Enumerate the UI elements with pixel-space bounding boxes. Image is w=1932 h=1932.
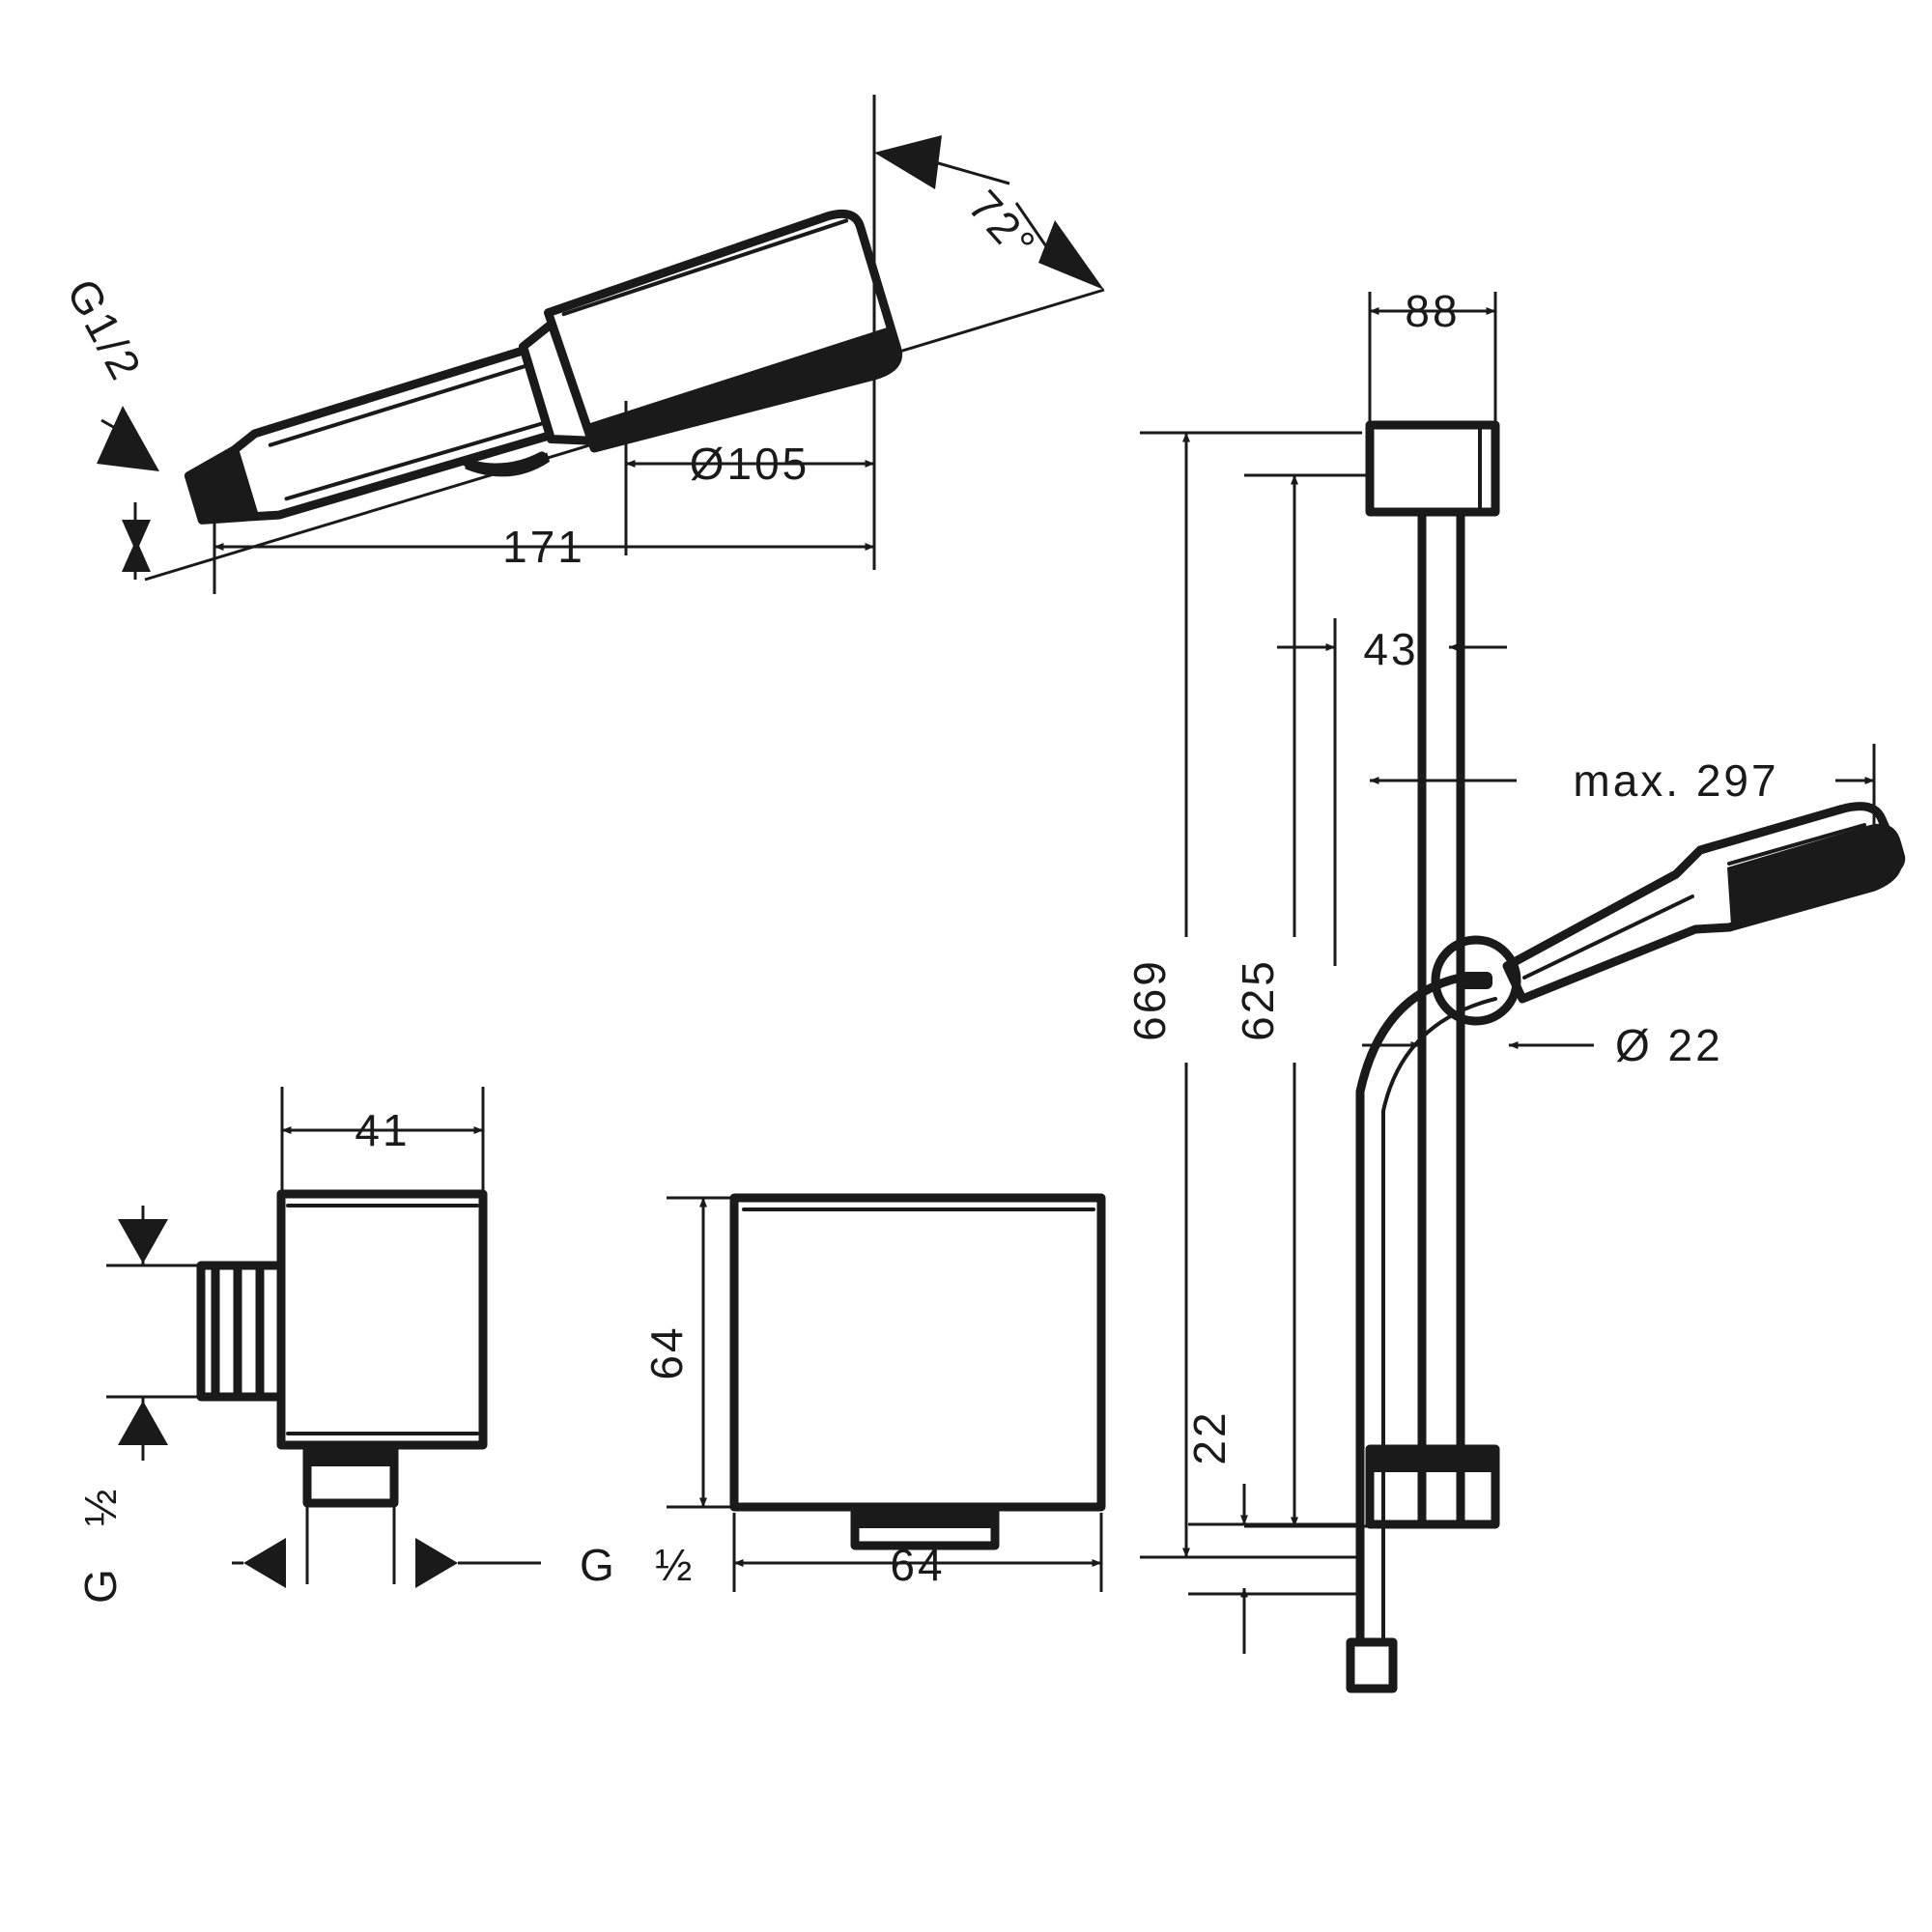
hand-shower-thread-nut-fill bbox=[188, 451, 254, 521]
dim41-label: 41 bbox=[355, 1105, 410, 1155]
dia22-label: Ø 22 bbox=[1615, 1020, 1723, 1070]
dim64h-label: 64 bbox=[890, 1540, 945, 1590]
dim43-label: 43 bbox=[1363, 624, 1418, 674]
angle-72-label: 72° bbox=[959, 181, 1047, 270]
dim22-label: 22 bbox=[1184, 1409, 1235, 1464]
held-hand-shower bbox=[1502, 802, 1906, 1004]
wall-bar-slider-lever bbox=[1461, 972, 1492, 989]
wall-bar-assembly-view: 88 43 bbox=[1124, 286, 1906, 1693]
head-highlight bbox=[561, 218, 849, 317]
wall-outlet-block bbox=[276, 1189, 488, 1450]
wall-outlet-front-view: 64 64 bbox=[641, 1193, 1106, 1592]
hand-shower-select-button-fill bbox=[465, 452, 551, 477]
dim64v-label: 64 bbox=[641, 1324, 692, 1379]
g12-bottom-label-frac: ½ bbox=[655, 1540, 695, 1590]
wall-outlet-front-nipple-shade bbox=[855, 1507, 995, 1528]
hand-shower-thread-nut bbox=[184, 445, 259, 525]
handle-highlight-2 bbox=[284, 421, 545, 501]
dim22-label-bg bbox=[1221, 1391, 1271, 1484]
wall-bar-upper-bracket bbox=[1365, 420, 1500, 517]
dim88-label: 88 bbox=[1405, 286, 1460, 336]
g12-bottom-arrow-left bbox=[243, 1538, 286, 1588]
dia105-label: Ø105 bbox=[690, 439, 810, 489]
held-shower-head-fill bbox=[1727, 823, 1906, 925]
wall-outlet-front-square bbox=[729, 1193, 1106, 1512]
max297-label-bg bbox=[1517, 755, 1835, 806]
g12-arrow bbox=[97, 406, 159, 471]
g12-side-label-frac: ½ bbox=[75, 1487, 126, 1526]
max297-label: max. 297 bbox=[1573, 755, 1778, 806]
dim625-label-bg bbox=[1269, 937, 1321, 1063]
g12-side-label-G: G bbox=[75, 1566, 126, 1604]
handle-highlight-1 bbox=[268, 364, 527, 447]
shower-hose-connector bbox=[1346, 1637, 1398, 1693]
angle-arrow-lower bbox=[1038, 220, 1104, 290]
wall-outlet-side-view: 41 G ½ G ½ bbox=[75, 1087, 695, 1604]
dim171-label: 171 bbox=[502, 522, 585, 572]
wall-outlet-bottom-nipple-shade bbox=[307, 1445, 394, 1466]
held-shower-highlight-2 bbox=[1727, 823, 1866, 866]
angle-leader-lower bbox=[1014, 202, 1050, 250]
held-shower-highlight-1 bbox=[1522, 895, 1694, 980]
hand-shower-view: 72° G1/2 bbox=[57, 95, 1105, 594]
g12-bottom-arrow-right bbox=[415, 1538, 458, 1588]
shower-hose-upper bbox=[1355, 973, 1465, 1529]
angle-leader-upper bbox=[934, 160, 1010, 185]
g12-thread-label: G1/2 bbox=[57, 270, 152, 389]
g12-side-arrow-up bbox=[118, 1401, 168, 1445]
hand-shower-spray-face bbox=[586, 327, 899, 452]
hand-shower-body bbox=[184, 209, 903, 525]
thread-ribs bbox=[211, 1269, 265, 1393]
dim625-label: 625 bbox=[1233, 958, 1283, 1041]
lower-bracket-shade bbox=[1370, 1449, 1495, 1472]
inlet-arrow-down bbox=[122, 520, 151, 553]
angle-arrow-upper bbox=[874, 135, 942, 189]
g12-bottom-label-G: G bbox=[580, 1540, 617, 1590]
dim669-label-bg bbox=[1161, 937, 1213, 1063]
g12-side-arrow-down bbox=[118, 1219, 168, 1264]
dim669-label: 669 bbox=[1124, 958, 1175, 1041]
inlet-arrow-up bbox=[122, 539, 151, 572]
